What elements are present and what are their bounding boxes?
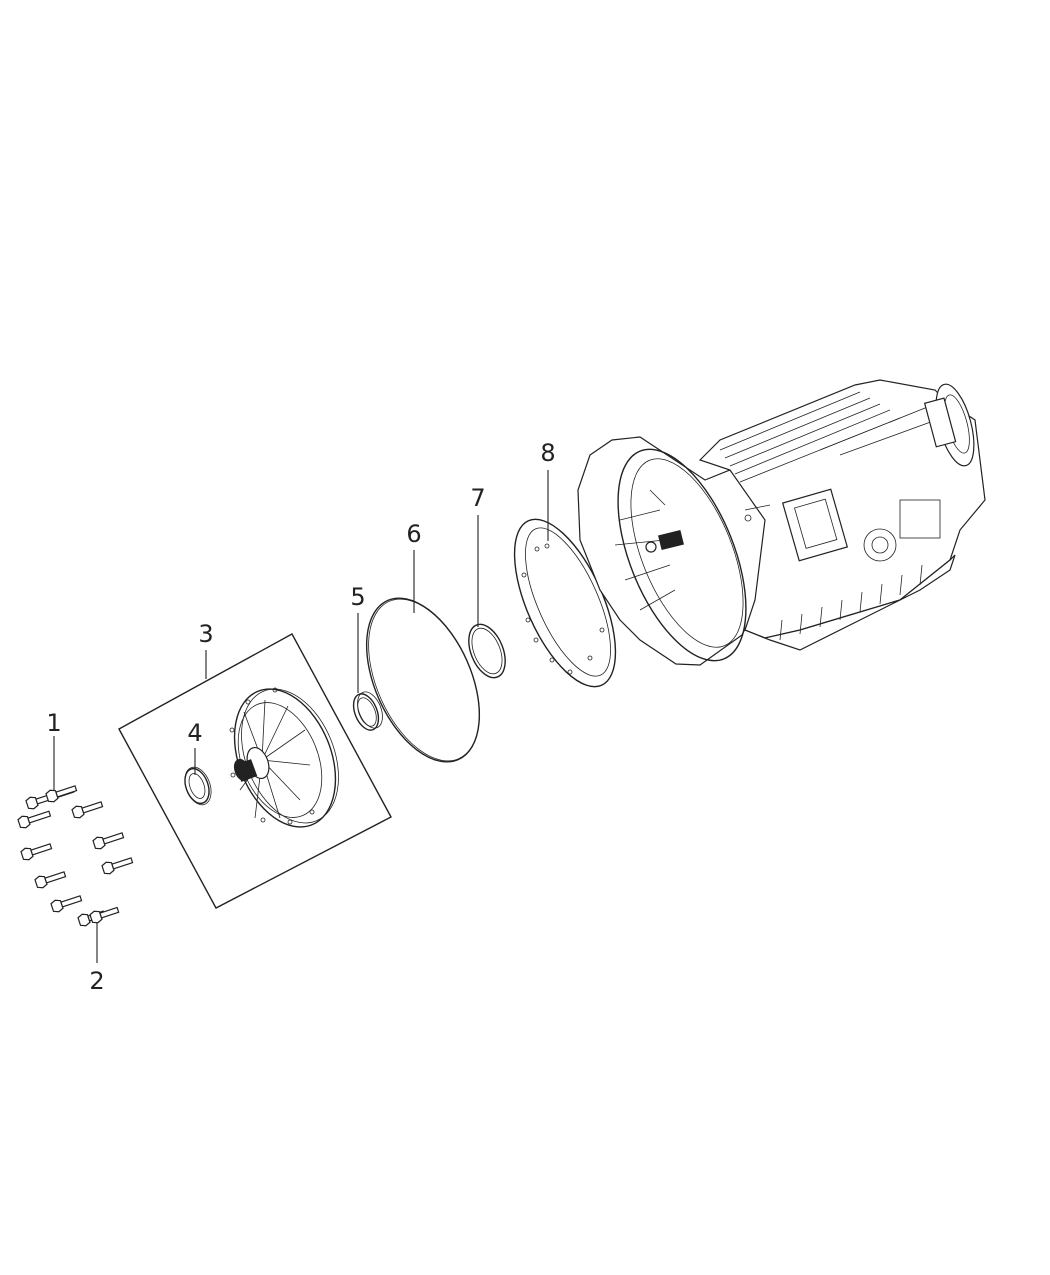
bolt-icon	[101, 857, 134, 875]
callout-label-5: 5	[350, 583, 365, 611]
bolt-icon	[20, 843, 53, 861]
bolt-icon	[45, 785, 78, 803]
callout-6[interactable]: 6	[406, 520, 422, 613]
bolt-icon	[34, 871, 67, 889]
thrust-washer	[468, 623, 506, 679]
pump-seal	[184, 766, 212, 806]
callout-label-1: 1	[46, 709, 61, 737]
seal-ring	[352, 691, 383, 731]
callout-7[interactable]: 7	[470, 484, 486, 627]
callout-label-4: 4	[187, 719, 202, 747]
transmission-assembly	[577, 379, 986, 666]
callout-4[interactable]: 4	[187, 719, 203, 775]
callout-label-2: 2	[89, 967, 104, 995]
callout-5[interactable]: 5	[350, 583, 366, 693]
callout-3[interactable]: 3	[198, 620, 214, 679]
callout-label-8: 8	[540, 439, 555, 467]
bolt-icon	[17, 810, 52, 829]
large-o-ring	[365, 597, 481, 763]
callout-1[interactable]: 1	[46, 709, 62, 793]
callout-label-7: 7	[470, 484, 485, 512]
bolts-group	[17, 785, 134, 927]
oil-pump-body	[229, 687, 339, 828]
bolt-icon	[89, 906, 120, 924]
callout-2[interactable]: 2	[89, 918, 105, 995]
callout-label-6: 6	[406, 520, 421, 548]
callout-label-3: 3	[198, 620, 213, 648]
bolt-icon	[92, 832, 125, 850]
bolt-icon	[50, 895, 83, 913]
bolt-icon	[71, 801, 104, 819]
pump-assembly-frame	[118, 633, 392, 909]
